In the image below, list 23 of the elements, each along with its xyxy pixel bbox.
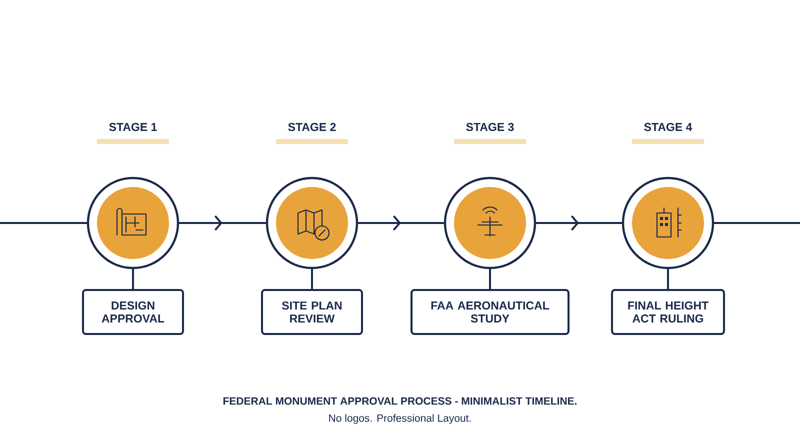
connector (132, 268, 134, 290)
connector (0, 222, 88, 224)
connector (357, 215, 445, 231)
stage-label: STAGE 4 (644, 122, 692, 132)
connector (489, 268, 491, 290)
caption: FEDERAL MONUMENT APPROVAL PROCESS - MINIMALIST TIMELINE. (223, 397, 577, 405)
stage-circle (444, 176, 536, 270)
stage-label: STAGE 3 (466, 122, 514, 132)
stage-circle (266, 176, 358, 270)
note: No logos. Professional Layout. (329, 414, 471, 424)
stage-box: SITE PLAN REVIEW (261, 289, 363, 335)
stage-box: DESIGN APPROVAL (82, 289, 184, 335)
stage-box: FINAL HEIGHT ACT RULING (611, 289, 725, 335)
stage-label: STAGE 1 (109, 122, 157, 132)
stage-box: FAA AERONAUTICAL STUDY (410, 289, 570, 335)
stage-circle (86, 176, 180, 270)
stage-label: STAGE 2 (288, 122, 336, 132)
connector (667, 268, 669, 290)
connector (311, 268, 313, 290)
stage-circle (622, 176, 714, 270)
connector (713, 222, 800, 224)
connector (535, 215, 623, 231)
connector (178, 215, 267, 231)
